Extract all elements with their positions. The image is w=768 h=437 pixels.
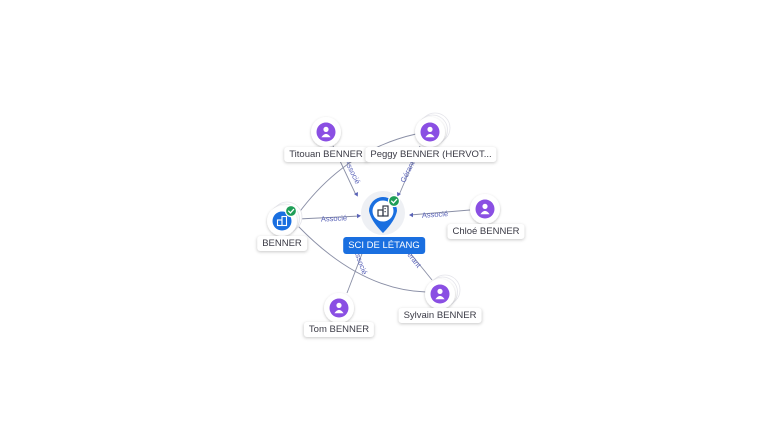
node-label-benner[interactable]: BENNER [257, 236, 307, 251]
node-label-peggy[interactable]: Peggy BENNER (HERVOT... [365, 147, 497, 162]
node-label-chloe[interactable]: Chloé BENNER [447, 224, 525, 239]
node-chloe[interactable] [470, 194, 500, 224]
node-sylvain[interactable] [425, 274, 461, 309]
node-peggy[interactable] [415, 112, 451, 147]
node-tom[interactable] [324, 293, 354, 323]
edge-label: Associé [422, 209, 449, 220]
center-node-label[interactable]: SCI DE LÉTANG [343, 237, 425, 254]
edge-chloe-center [409, 209, 471, 216]
edge-benner-peggy [297, 133, 417, 215]
person-icon [316, 122, 336, 142]
node-label-tom[interactable]: Tom BENNER [303, 322, 375, 337]
edge-arrow-icon [397, 192, 401, 197]
person-icon [420, 122, 440, 142]
verified-check-icon [387, 194, 401, 208]
edge-label: Associé [321, 213, 348, 223]
verified-check-icon [284, 204, 298, 218]
edge-arrow-icon [356, 213, 361, 219]
center-node[interactable] [361, 191, 405, 235]
edge-arrow-icon [354, 192, 358, 197]
edge-arrow-icon [409, 212, 413, 218]
node-label-titouan[interactable]: Titouan BENNER [284, 147, 368, 162]
edge-label: Gérant [398, 159, 417, 184]
edge-benner-center [297, 215, 361, 220]
node-label-sylvain[interactable]: Sylvain BENNER [398, 308, 482, 323]
edge-label: Associé [343, 158, 363, 186]
node-titouan[interactable] [311, 117, 341, 147]
building-icon [377, 205, 389, 217]
edge-benner-sylvain [297, 225, 427, 293]
person-icon [475, 199, 495, 219]
company-icon [272, 211, 292, 231]
person-icon [430, 284, 450, 304]
person-icon [329, 298, 349, 318]
node-benner[interactable] [267, 201, 303, 236]
